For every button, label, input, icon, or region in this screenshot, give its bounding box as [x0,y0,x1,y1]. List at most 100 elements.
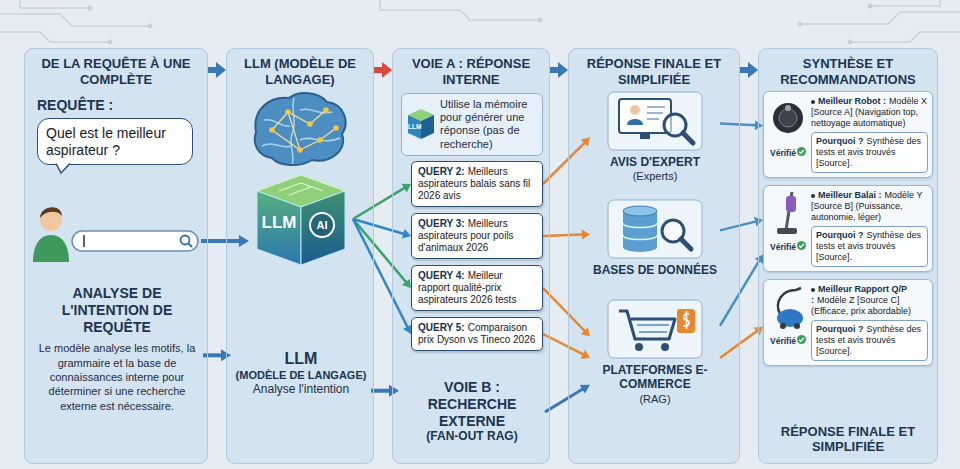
llm-cube: LLMAI [249,169,353,269]
brain-illustration [285,109,291,115]
circuit-dots [538,18,543,23]
robot-vacuum [779,109,797,127]
arrow-head [402,279,411,288]
arrow-head [402,184,411,193]
database-icon [608,200,702,258]
description-text: Utilise la mémoire pour générer une répo… [440,98,538,151]
source-subtitle: (RAG) [590,392,720,406]
circuit-pattern [380,0,540,20]
expert-icon [627,119,643,125]
connector-line [740,67,749,73]
column-panel: LLM (MODÈLE DE LANGAGE) LLMAILLM(MODÈLE … [226,48,374,464]
arrow-head [581,327,590,336]
connector [720,327,763,358]
speech-bubble: Quel est le meilleur aspirateur ? [37,118,193,166]
shop-icon [637,325,669,332]
connector [720,254,763,325]
source-block: AVIS D'EXPERT(Experts) [590,91,720,184]
query-group: REQUÊTE :Quel est le meilleur aspirateur… [33,97,201,257]
arrow-head [581,350,590,359]
column-title: LLM (MODÈLE DE LANGAGE) [227,49,373,87]
panel-ground [24,48,208,464]
robot-vacuum [773,103,803,133]
canister-vacuum [780,323,786,329]
connector [720,217,763,231]
circuit-dots [148,24,153,29]
check-mark [797,241,806,250]
database-icon [623,206,657,216]
circuit-dots [848,40,853,45]
brain-illustration [255,93,346,165]
stick-vacuum [770,190,806,236]
expert-icon [640,133,650,139]
connector [201,235,249,247]
connector [353,219,412,334]
bullet [811,194,815,198]
column-panel: DE LA REQUÊTE À UNE COMPLÈTEREQUÊTE :Que… [24,48,208,464]
robot-vacuum [770,96,806,142]
circuit-pattern [20,0,90,8]
why-heading: Pourquoi ? [816,230,864,240]
verified-label: Vérifié [770,336,796,346]
shop-icon [677,309,695,333]
column-panel: SYNTHÈSE ET RECOMMANDATIONSRÉPONSE FINAL… [758,48,938,464]
shop-icon [619,311,675,339]
brain-illustration [297,147,303,153]
llm-icon: LLM [406,107,436,141]
query-chip: QUERY 2:Meilleurs aspirateurs balais san… [411,161,543,207]
verified-label: Vérifié [770,148,796,158]
query-number: QUERY 3: [418,218,465,229]
canister-vacuum [770,284,806,330]
caption-subtitle: (MODÈLE DE LANGAGE) [231,368,371,382]
user-figure [40,207,62,218]
why-heading: Pourquoi ? [816,136,864,146]
search-bar [72,231,198,251]
panel-footer: RÉPONSE FINALE ET SIMPLIFIÉE [759,424,937,455]
connector [543,230,590,240]
canister-vacuum [794,323,800,329]
source-title: BASES DE DONNÉES [590,263,720,277]
arrow-head [558,62,568,78]
search-bar [83,235,85,247]
check-mark [799,150,804,153]
connector-line [545,389,583,412]
shop-icon [635,343,643,351]
source-block: BASES DE DONNÉES [590,199,720,277]
llm-caption: LLM(MODÈLE DE LANGAGE)Analyse l'intentio… [231,349,371,398]
brain-illustration [317,137,323,143]
user-figure [33,207,69,262]
card-heading: Meilleur Balai : [818,190,882,200]
query-text: Quel est le meilleur aspirateur ? [46,125,184,159]
caption-title: LLM [231,349,371,368]
description-text: Le modèle analyse les motifs, la grammai… [31,341,203,412]
circuit-dots [868,4,873,9]
connector-line [720,221,756,230]
column-panel: RÉPONSE FINALE ET SIMPLIFIÉE AVIS D'EXPE… [568,48,740,464]
bubble-tail [56,163,72,174]
section-heading: VOIE B : RECHERCHE EXTERNE [399,379,545,429]
arrow-head [748,62,758,78]
brain-illustration [262,109,340,147]
column-title: RÉPONSE FINALE ET SIMPLIFIÉE [569,49,739,87]
card-heading: Meilleur Robot : [818,96,886,106]
expert-icon [647,107,665,119]
why-box: Pourquoi ?Synthèse des tests et avis tro… [811,226,928,266]
section-heading: ANALYSE DE L'INTENTION DE REQUÊTE [31,285,203,335]
intent-analysis: ANALYSE DE L'INTENTION DE REQUÊTE Le modè… [31,285,203,413]
database-icon [681,239,691,249]
external-search: VOIE B : RECHERCHE EXTERNE(FAN-OUT RAG) [399,379,545,445]
stick-vacuum [786,196,796,212]
panel-ground [758,48,938,464]
expert-icon [630,105,640,115]
recommendation-card: Vérifié Meilleur Rapport Q/P :Modèle Z [… [763,279,933,366]
circuit-pattern [850,32,960,42]
connector-line [208,67,217,73]
database-icon [623,223,657,240]
arrow-head [389,385,399,397]
connector-line [550,67,559,73]
connector [543,334,590,359]
expert-icon [683,133,693,143]
arrow-head [580,385,590,394]
cube-face: LLM [257,213,301,233]
source-block: PLATEFORMES E-COMMERCE(RAG) [590,299,720,406]
